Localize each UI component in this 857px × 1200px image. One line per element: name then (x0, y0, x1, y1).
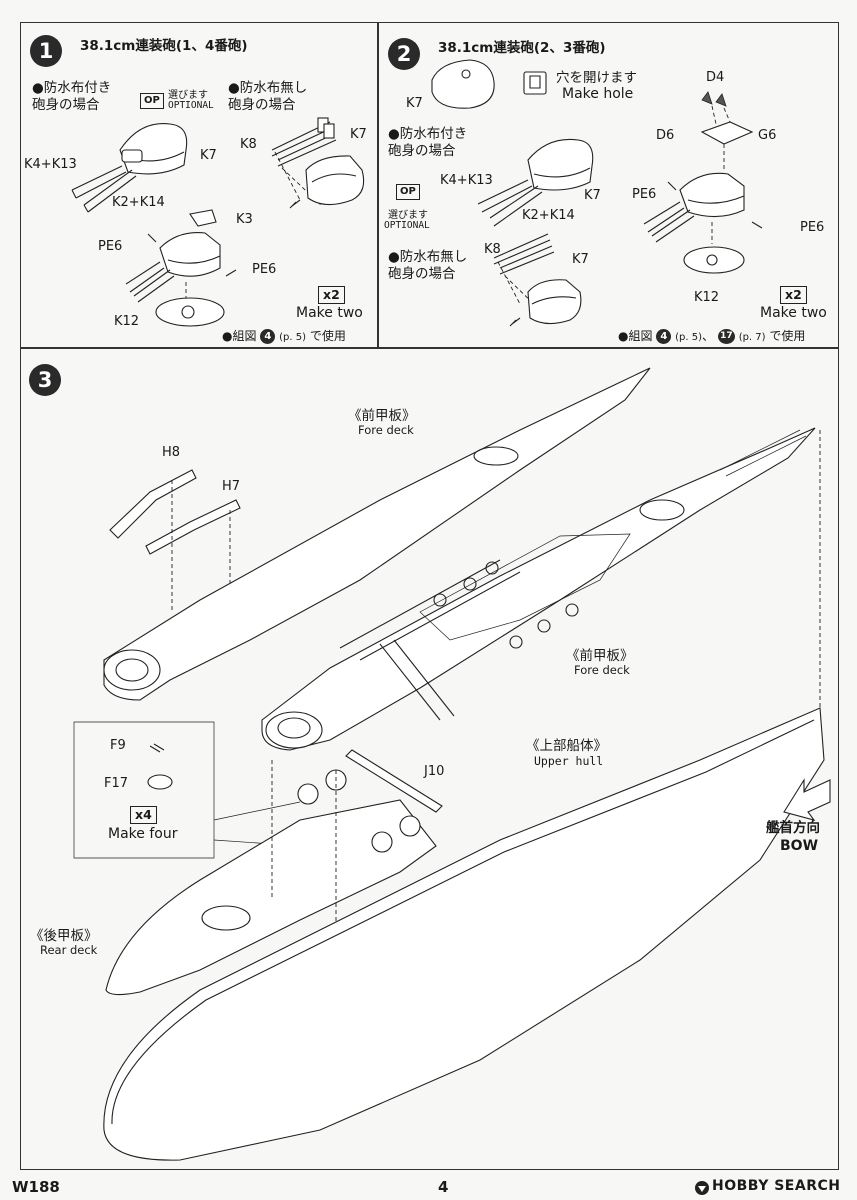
step3-label-f17: F17 (104, 776, 129, 791)
step2-op-text: 選びます (388, 210, 428, 221)
step2-ref-suffix: で使用 (769, 329, 806, 343)
step3-fore-deck-jp-1: 《前甲板》 (348, 408, 416, 424)
step3-make-text: Make four (108, 826, 178, 842)
step2-number: 2 (388, 38, 420, 70)
bow-arrow-icon (783, 778, 831, 821)
step2-label-k4k13: K4+K13 (440, 173, 493, 188)
step2-ref-sep: 、 (702, 329, 715, 343)
step3-label-j10: J10 (424, 764, 445, 779)
step3-fore-deck-rear-section (103, 367, 651, 701)
step2-panel (378, 22, 839, 348)
step1-label-k12: K12 (114, 314, 140, 329)
step1-op-optional: OPTIONAL (168, 100, 214, 111)
step1-cover-with: ●防水布付き 砲身の場合 (32, 80, 112, 113)
step2-hole-en: Make hole (562, 86, 634, 102)
step3-bow-jp: 艦首方向 (766, 820, 820, 836)
step3-number: 3 (29, 364, 61, 396)
step3-multiplier: x4 (130, 806, 157, 824)
step3-fore-deck-en-1: Fore deck (358, 423, 414, 437)
step2-label-k7a: K7 (406, 96, 423, 111)
step1-ref-step: 4 (260, 329, 276, 344)
step1-label-pe6a: PE6 (98, 239, 123, 254)
step2-op-badge: OP (396, 184, 420, 200)
step1-number: 1 (30, 35, 62, 67)
footer-page-number: 4 (438, 1178, 449, 1196)
step1-op-badge: OP (140, 93, 164, 109)
step2-label-g6: G6 (758, 128, 777, 143)
step3-rear-deck-jp: 《後甲板》 (30, 928, 98, 944)
step1-title: 38.1cm連装砲(1、4番砲) (80, 38, 248, 54)
step1-ref-suffix: で使用 (309, 329, 346, 343)
step3-upper-hull-en: Upper hull (534, 754, 604, 768)
step2-label-k2k14: K2+K14 (522, 208, 575, 223)
step2-hole-jp: 穴を開けます (556, 70, 637, 86)
step1-turret-covered (71, 122, 188, 213)
step2-cover-with: ●防水布付き 砲身の場合 (388, 126, 468, 159)
step2-ref-step1: 4 (656, 329, 672, 344)
step3-rear-deck (105, 760, 437, 996)
step2-label-pe6b: PE6 (800, 220, 825, 235)
step2-label-d6: D6 (656, 128, 675, 143)
step1-ref-prefix: ●組図 (222, 329, 257, 343)
step2-label-k7c: K7 (572, 252, 589, 267)
step3-fore-deck-jp-2: 《前甲板》 (566, 648, 634, 664)
step1-multiplier: x2 (318, 286, 345, 304)
step3-upper-hull-jp: 《上部船体》 (526, 738, 607, 754)
step1-ref-page: (p. 5) (279, 332, 307, 343)
step3-label-h8: H8 (162, 445, 181, 460)
step3-upper-hull (103, 430, 825, 1161)
step2-ref-prefix: ●組図 (618, 329, 653, 343)
step2-turret-covered (477, 138, 594, 227)
step1-make-text: Make two (296, 305, 363, 321)
step1-label-k3: K3 (236, 212, 253, 227)
step1-label-k8: K8 (240, 137, 257, 152)
step2-barrels-bare (493, 233, 582, 327)
step2-multiplier: x2 (780, 286, 807, 304)
step3-panel (20, 348, 839, 1170)
step2-make-text: Make two (760, 305, 827, 321)
step3-fore-deck-main (261, 427, 816, 751)
step2-director-assembly (643, 91, 763, 274)
footer-code: W188 (12, 1178, 60, 1196)
step2-reference: ●組図 4 (p. 5)、 17 (p. 7) で使用 (618, 327, 805, 344)
step1-barrels-bare (271, 117, 365, 209)
step2-label-k12: K12 (694, 290, 720, 305)
step1-op-text: 選びます (168, 90, 208, 101)
step2-title: 38.1cm連装砲(2、3番砲) (438, 40, 606, 56)
hobby-search-logo-icon (695, 1181, 709, 1195)
step1-label-k2k14: K2+K14 (112, 195, 165, 210)
step1-label-k4k13: K4+K13 (24, 157, 77, 172)
step3-j10 (345, 749, 443, 813)
step1-turret-assembly (125, 209, 237, 327)
step2-cover-without: ●防水布無し 砲身の場合 (388, 249, 468, 282)
step2-op-optional: OPTIONAL (384, 220, 430, 231)
step2-label-k8: K8 (484, 242, 501, 257)
step2-ref-step2: 17 (717, 329, 735, 344)
footer-watermark: HOBBY SEARCH (712, 1178, 841, 1194)
step1-reference: ●組図 4 (p. 5) で使用 (222, 327, 346, 344)
step2-label-pe6a: PE6 (632, 187, 657, 202)
step1-cover-without: ●防水布無し 砲身の場合 (228, 80, 308, 113)
step1-label-pe6b: PE6 (252, 262, 277, 277)
step3-bow-en: BOW (780, 838, 819, 854)
step1-label-k7b: K7 (350, 127, 367, 142)
step2-turret-hole (431, 59, 547, 109)
step1-panel (20, 22, 378, 348)
step3-label-f9: F9 (110, 738, 126, 753)
step3-label-h7: H7 (222, 479, 241, 494)
step1-label-k7a: K7 (200, 148, 217, 163)
step2-ref-page2: (p. 7) (738, 332, 766, 343)
step2-label-k7b: K7 (584, 188, 601, 203)
step2-label-d4: D4 (706, 70, 725, 85)
step3-fore-deck-en-2: Fore deck (574, 663, 630, 677)
step3-rear-deck-en: Rear deck (40, 943, 98, 957)
step2-ref-page1: (p. 5) (675, 332, 703, 343)
